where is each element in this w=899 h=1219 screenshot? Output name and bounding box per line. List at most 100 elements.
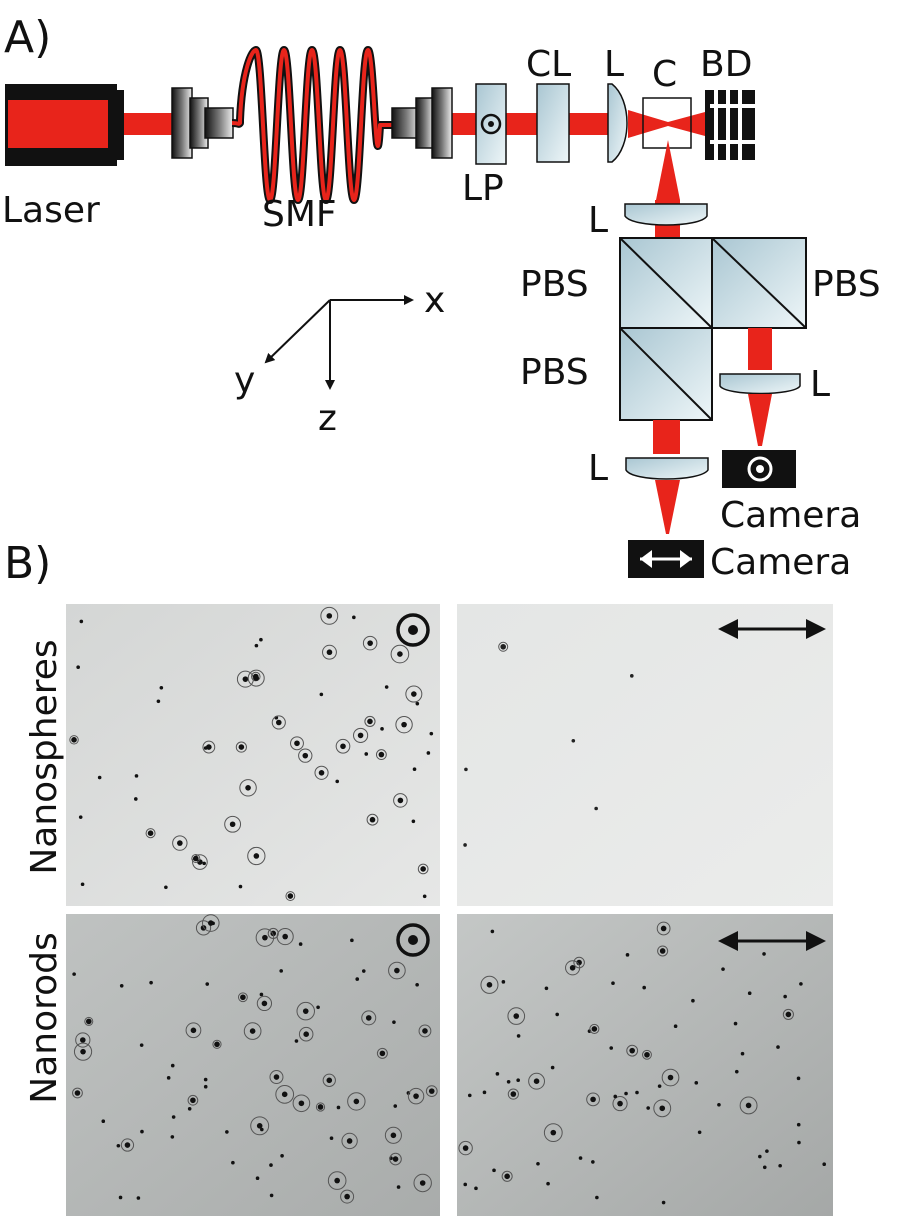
- particle: [190, 1027, 197, 1034]
- particle-ring: [120, 1138, 135, 1152]
- particle-ring: [269, 1070, 284, 1085]
- particle-ring: [255, 928, 275, 947]
- particle: [516, 1034, 521, 1038]
- particle: [346, 1138, 353, 1144]
- particle: [544, 986, 549, 991]
- camera-bottom-label: Camera: [710, 542, 851, 583]
- particle: [646, 1106, 650, 1110]
- particle: [555, 1012, 559, 1017]
- particle-ring: [407, 1087, 425, 1105]
- particle: [203, 746, 208, 750]
- particle: [279, 969, 283, 973]
- particle: [504, 1173, 510, 1180]
- particle: [149, 980, 153, 985]
- particle: [203, 1077, 208, 1082]
- particle-ring: [191, 853, 201, 863]
- particle-ring: [364, 715, 376, 728]
- particle: [510, 1091, 517, 1097]
- panel-a-label: A): [4, 12, 51, 63]
- particle-ring: [247, 669, 265, 687]
- particle: [783, 994, 787, 999]
- particle: [170, 1135, 175, 1139]
- particle: [629, 1047, 635, 1054]
- particle: [569, 964, 576, 971]
- bd-label: BD: [700, 44, 752, 85]
- smf-label: SMF: [262, 194, 337, 235]
- double-arrow-icon: [718, 619, 826, 639]
- particle: [136, 1196, 141, 1200]
- particle: [229, 821, 236, 828]
- lens-top-label: L: [604, 44, 624, 85]
- particle: [206, 744, 212, 750]
- particle: [275, 719, 282, 726]
- particle: [747, 991, 752, 996]
- particle: [193, 855, 199, 862]
- particle-ring: [642, 1049, 652, 1060]
- particle: [269, 1193, 274, 1198]
- particle-ring: [361, 1010, 377, 1026]
- particle: [785, 1011, 792, 1018]
- particle: [253, 675, 260, 681]
- particle: [642, 985, 646, 990]
- particle: [378, 751, 385, 758]
- particle: [225, 1130, 229, 1134]
- particle: [190, 1097, 196, 1104]
- particle: [316, 1005, 320, 1010]
- particle-ring: [384, 1126, 402, 1144]
- particle-ring: [202, 914, 220, 932]
- particle-ring: [192, 854, 208, 870]
- cl-label: CL: [526, 44, 571, 85]
- particle: [282, 933, 288, 940]
- beam-right-branch: [748, 328, 772, 370]
- particle-ring: [298, 1026, 314, 1042]
- particle: [164, 885, 168, 890]
- pbs-top-right-label: PBS: [812, 264, 881, 305]
- single-mode-fiber: [231, 46, 392, 204]
- particle: [734, 1069, 739, 1074]
- particle: [335, 779, 340, 784]
- particle: [80, 882, 85, 887]
- cylindrical-lens: [536, 83, 570, 163]
- particle-ring: [69, 735, 79, 745]
- particle-ring: [224, 815, 242, 833]
- particle: [667, 1074, 674, 1081]
- particle: [613, 1094, 618, 1099]
- particle: [317, 1104, 324, 1110]
- particle: [745, 1102, 752, 1109]
- micrograph-nanorods-double-arrow: [457, 914, 833, 1216]
- particle: [302, 1008, 309, 1014]
- axis-z-label: z: [318, 398, 337, 439]
- linear-polarizer: [475, 83, 507, 165]
- particle: [364, 752, 369, 756]
- particle: [119, 984, 124, 988]
- coordinate-axes: [264, 295, 414, 390]
- particle: [177, 840, 183, 846]
- particle-ring: [235, 741, 247, 753]
- particle: [506, 1079, 511, 1084]
- particle-ring: [335, 738, 351, 754]
- particle: [822, 1162, 827, 1166]
- particle: [156, 699, 161, 704]
- particle: [594, 806, 598, 811]
- particle: [287, 893, 294, 899]
- particle: [500, 643, 506, 650]
- particle: [717, 1102, 721, 1107]
- particle-ring: [275, 1084, 295, 1104]
- fiber-coupler-in: [171, 87, 234, 159]
- particle-ring: [782, 1008, 794, 1020]
- particle-ring: [296, 1001, 315, 1021]
- particle-ring: [327, 1171, 347, 1190]
- particle-ring: [366, 813, 379, 826]
- particle: [516, 1078, 520, 1083]
- particle: [302, 752, 309, 759]
- particle-ring: [290, 736, 304, 751]
- particle: [159, 685, 164, 690]
- axis-x-label: x: [424, 280, 445, 321]
- particle: [262, 934, 268, 941]
- particle: [280, 1153, 284, 1158]
- particle: [550, 1129, 557, 1136]
- particle: [187, 1106, 192, 1111]
- particle-ring: [417, 863, 429, 875]
- particle: [659, 948, 666, 954]
- pbs-bottom-label: PBS: [520, 352, 589, 393]
